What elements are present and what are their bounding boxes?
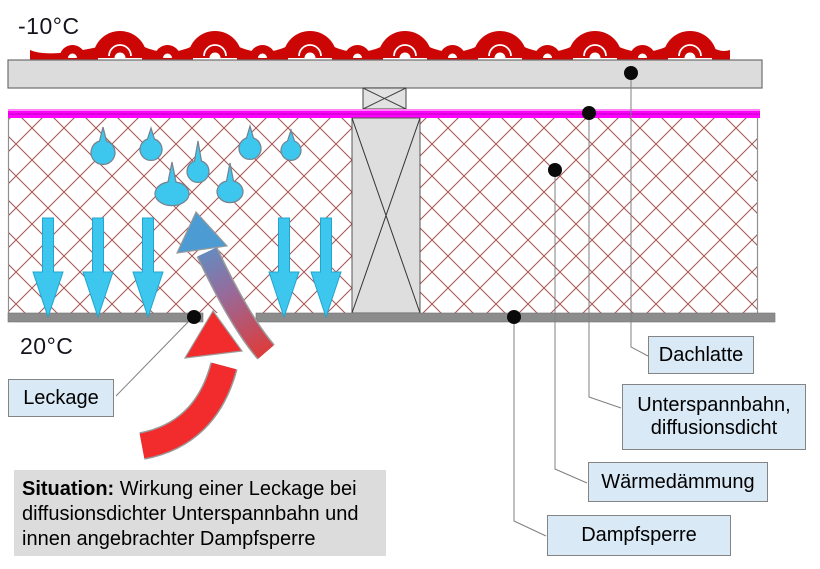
- situation-caption-heading: Situation:: [22, 478, 115, 500]
- vapor-flow-arrows-icon: [32, 217, 342, 319]
- callout-unterspannbahn: Unterspannbahn, diffusionsdicht: [622, 384, 806, 450]
- outside-temperature-label: -10°C: [18, 13, 80, 39]
- leak-airflow-arrow-outer-icon: [138, 309, 244, 460]
- underlay-membrane: [8, 109, 760, 118]
- inside-temperature-label: 20°C: [20, 333, 74, 359]
- condensation-droplets-icon: [90, 123, 302, 207]
- counter-batten: [362, 87, 407, 110]
- leader-lines: [115, 73, 649, 537]
- callout-leckage: Leckage: [8, 379, 114, 417]
- situation-caption: Situation: Wirkung einer Leckage bei dif…: [14, 470, 386, 556]
- leak-airflow-arrow-inner-icon: [175, 210, 275, 360]
- callout-waermedaemmung: Wärmedämmung: [588, 462, 768, 502]
- rafter: [351, 117, 421, 314]
- callout-dachlatte: Dachlatte: [648, 336, 754, 374]
- roof-tiles-icon: [30, 31, 730, 60]
- callout-dampfsperre: Dampfsperre: [547, 515, 731, 556]
- roof-batten-board: [7, 59, 763, 89]
- marker-dots: [187, 66, 638, 324]
- vapor-barrier-bar: [7, 312, 776, 323]
- situation-caption-text: Wirkung einer Leckage bei diffusionsdich…: [22, 478, 359, 550]
